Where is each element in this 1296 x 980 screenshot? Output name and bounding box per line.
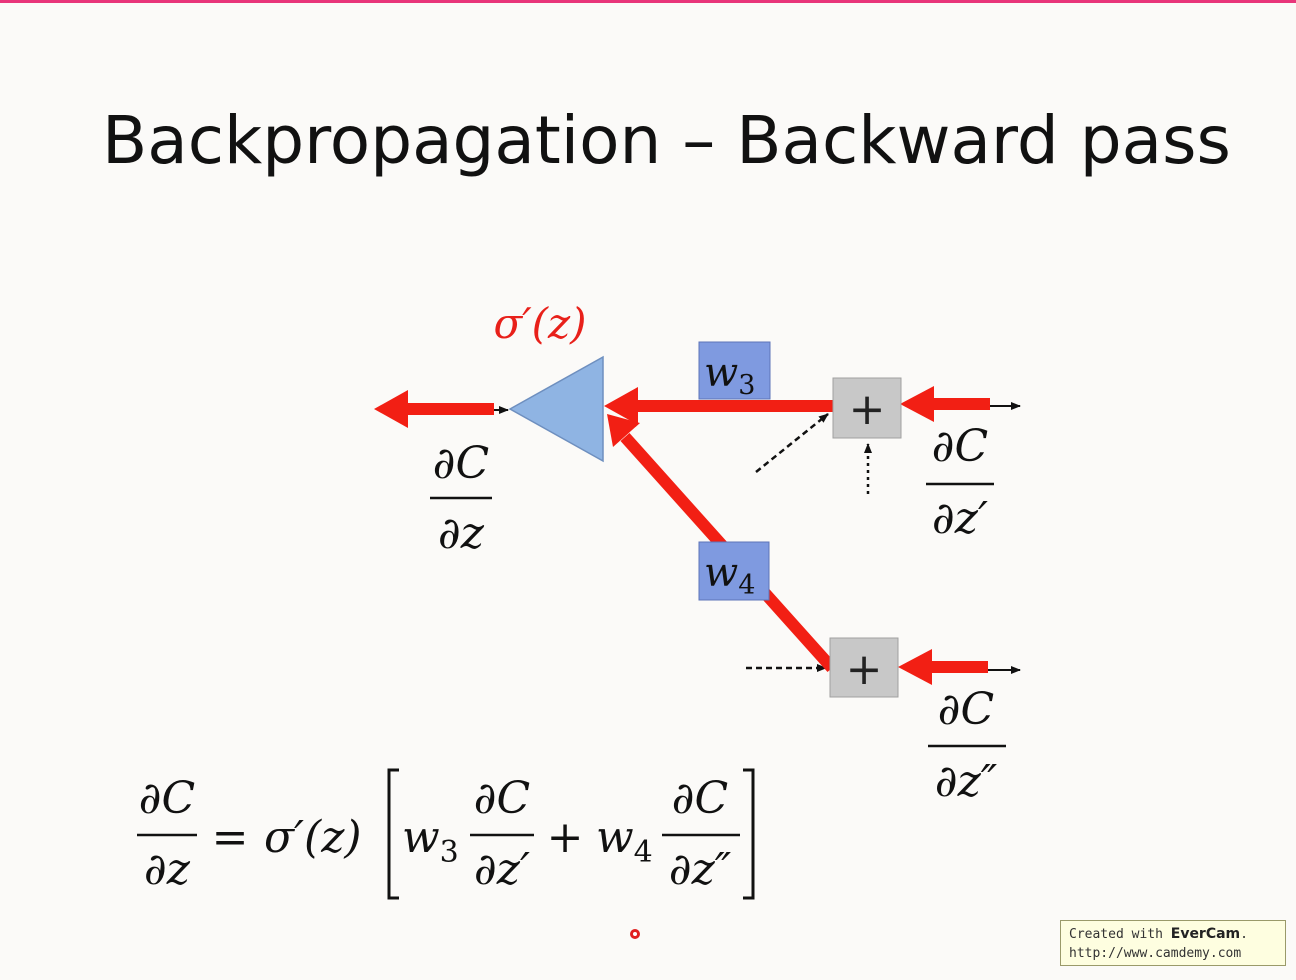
eq-term2-num: ∂C	[672, 773, 728, 824]
grad-out-fraction: ∂C ∂z	[430, 438, 492, 559]
eq-term2-den: ∂z″	[669, 844, 732, 895]
eq-lhs-den: ∂z	[144, 844, 191, 895]
sum-node-1	[832, 377, 902, 439]
top-border	[0, 0, 1296, 3]
sum-node-2-symbol: +	[846, 644, 883, 695]
backprop-equation: ∂C ∂z = σ′(z) w3 ∂C ∂z′ + w4 ∂C ∂z″	[137, 768, 755, 900]
grad-in-2-fraction: ∂C ∂z″	[928, 684, 1006, 807]
watermark-link[interactable]: http://www.camdemy.com	[1069, 946, 1242, 961]
red-arrow-in-1-head	[900, 386, 934, 422]
eq-w4: w4	[596, 812, 653, 870]
grad-out-num: ∂C	[433, 438, 489, 489]
eq-equals: =	[212, 812, 249, 863]
eq-right-bracket	[743, 768, 755, 900]
red-arrow-w4-head	[607, 414, 640, 447]
weight-box-w3	[698, 341, 771, 400]
red-arrow-w3-head	[604, 387, 638, 425]
activation-derivative-label: σ′(z)	[493, 299, 586, 348]
grad-out-den: ∂z	[438, 508, 485, 559]
weight-label-w4: w4	[704, 550, 755, 601]
eq-term1-den: ∂z′	[474, 844, 530, 895]
dashed-input-diag	[755, 413, 829, 473]
neuron-triangle	[508, 355, 604, 463]
sum-node-1-symbol: +	[849, 384, 886, 435]
eq-left-bracket	[387, 768, 399, 900]
eq-sigma: σ′(z)	[264, 812, 362, 863]
red-arrow-in-2-head	[898, 649, 932, 685]
presenter-cursor	[630, 929, 640, 939]
evercam-watermark[interactable]: Created with EverCam. http://www.camdemy…	[1060, 920, 1286, 966]
red-arrow-out-head	[374, 390, 408, 428]
grad-in-1-fraction: ∂C ∂z′	[926, 421, 994, 544]
eq-lhs-num: ∂C	[139, 773, 195, 824]
grad-in-1-den: ∂z′	[932, 493, 988, 544]
slide-title: Backpropagation – Backward pass	[102, 102, 1231, 179]
grad-in-2-den: ∂z″	[935, 756, 998, 807]
grad-in-1-num: ∂C	[932, 421, 988, 472]
eq-plus: +	[547, 812, 584, 863]
weight-label-w3: w3	[704, 350, 755, 401]
watermark-line1: Created with EverCam.	[1069, 926, 1248, 942]
eq-term1-num: ∂C	[474, 773, 530, 824]
eq-w3: w3	[402, 812, 459, 870]
grad-in-2-num: ∂C	[938, 684, 994, 735]
weight-box-w4	[698, 541, 770, 601]
sum-node-2	[829, 637, 899, 698]
